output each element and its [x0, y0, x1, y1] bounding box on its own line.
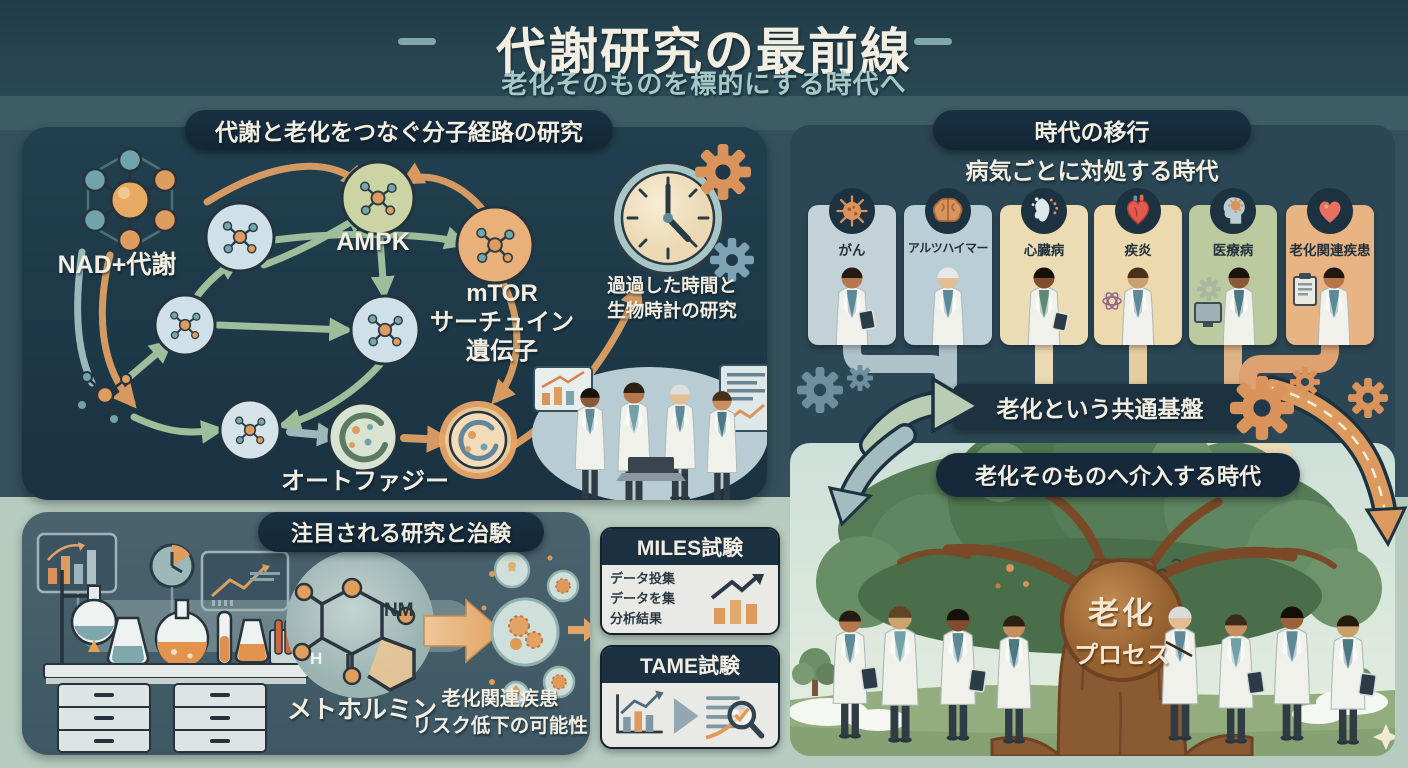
- gear-icon: [1348, 378, 1388, 418]
- tame-trial-title: TAME試験: [602, 647, 778, 683]
- mtor-sirtuin-label: mTOR サーチュイン 遺伝子: [430, 280, 574, 365]
- molecule-nm-label: NM: [384, 600, 414, 621]
- era-after-label: 老化そのものへ介入する時代: [936, 453, 1300, 497]
- laptop-icon: [628, 457, 674, 473]
- landscape-illustration: [790, 443, 1395, 756]
- lab-illustration: NM H: [36, 532, 590, 753]
- bar-chart-arrow-icon: [710, 574, 764, 625]
- trials-panel: NM H: [22, 512, 590, 755]
- autophagy-cell-icon: [327, 401, 399, 473]
- magnifier-icon: [727, 700, 765, 739]
- clock-icon: [610, 160, 726, 276]
- bush-icon: [792, 648, 838, 696]
- outcome-label: 老化関連疾患 リスク低下の可能性: [412, 688, 588, 738]
- doctor-illustration: [1286, 259, 1374, 345]
- gear-icon: [847, 365, 873, 391]
- arrow-right-icon: [423, 598, 504, 664]
- common-basis-banner: 老化という共通基盤: [953, 384, 1247, 429]
- triangle-arrow-icon: [674, 698, 699, 734]
- molecule-h-label: H: [310, 649, 322, 668]
- title-dash-left: [398, 38, 436, 45]
- wall-linechart-icon: [200, 550, 290, 612]
- doctor-illustration: [808, 259, 896, 345]
- pathway-nodes: [76, 160, 535, 462]
- senescent-cell-icon: [439, 401, 517, 479]
- metformin-molecule-icon: NM H: [286, 550, 434, 698]
- head-virus-icon: [1210, 188, 1256, 234]
- miles-trial-title: MILES試験: [602, 529, 778, 565]
- gear-icon: [1230, 376, 1294, 440]
- autophagy-label: オートファジー: [281, 468, 449, 495]
- transition-panel-heading: 時代の移行: [933, 110, 1251, 150]
- trials-panel-heading: 注目される研究と治験: [258, 512, 544, 552]
- pathway-network-illustration: [74, 144, 767, 500]
- analysis-icons: [616, 690, 765, 740]
- pointer-stick-icon: [1165, 640, 1193, 658]
- page-subtitle: 老化そのものを標的にする時代へ: [501, 69, 907, 99]
- disease-card: 疾炎: [1094, 188, 1182, 345]
- orange-curve-arrow-icon: [1259, 375, 1408, 548]
- era-before-label: 病気ごとに対処する時代: [965, 158, 1219, 184]
- card-connectors: [843, 331, 1339, 399]
- researchers-around-tree: [832, 605, 1377, 746]
- disease-card: 心臓病: [1000, 188, 1088, 345]
- disease-card-label: 心臓病: [1023, 243, 1065, 258]
- green-arrow-icon: [859, 375, 982, 458]
- doctor-illustration: [1189, 259, 1277, 345]
- gear-icon: [1290, 367, 1320, 397]
- page-title: 代謝研究の最前線: [496, 24, 912, 80]
- disease-card-label: アルツハイマー: [907, 241, 989, 255]
- pathway-panel-heading: 代謝と老化をつなぐ分子経路の研究: [185, 110, 613, 150]
- doctor-illustration: [1000, 259, 1088, 345]
- cancer-cell-icon: [829, 188, 875, 234]
- lab-bench-illustration: [43, 570, 309, 753]
- anatomical-heart-icon: [1115, 188, 1161, 234]
- pathway-panel: NAD+代謝 AMPK mTOR サーチュイン 遺伝子 オートファジー 過過した…: [22, 127, 767, 500]
- cells-illustration: [481, 551, 590, 708]
- aging-process-label: 老化 プロセス: [1074, 596, 1170, 669]
- arrow-small-icon: [568, 618, 590, 642]
- sparkle-icon: [1373, 724, 1395, 750]
- down-curve-arrow-icon: [827, 423, 917, 527]
- disease-card-label: がん: [838, 243, 866, 258]
- background-top: [0, 0, 1408, 96]
- title-dash-right: [914, 38, 952, 45]
- clipboard-icon: [860, 666, 1377, 697]
- nad-molecule-icon: [82, 147, 178, 253]
- heart-splash-icon: [1021, 188, 1067, 234]
- metformin-label: メトホルミン: [286, 696, 437, 724]
- disease-card: がん: [808, 188, 896, 345]
- disease-card: 老化関連疾患: [1286, 188, 1374, 345]
- doctor-illustration: [1094, 259, 1182, 345]
- disease-card-label: 医療病: [1212, 243, 1254, 258]
- miles-trial-box: MILES試験 データ投集 データを集 分析結果: [600, 527, 780, 635]
- miles-trial-lines: データ投集 データを集 分析結果: [610, 571, 676, 627]
- nad-label: NAD+代謝: [57, 251, 177, 279]
- gear-icon: [797, 367, 843, 413]
- disease-card: アルツハイマー: [904, 188, 992, 345]
- wall-chart-icon: [36, 532, 118, 594]
- birds-icon: [1157, 558, 1182, 573]
- disease-card: 医療病: [1189, 188, 1277, 345]
- disease-card-label: 老化関連疾患: [1289, 243, 1371, 258]
- heart-icon: [1307, 188, 1353, 234]
- disease-card-label: 疾炎: [1124, 243, 1152, 258]
- brain-icon: [925, 188, 971, 234]
- tame-trial-box: TAME試験: [600, 645, 780, 749]
- researchers-illustration: [532, 364, 767, 500]
